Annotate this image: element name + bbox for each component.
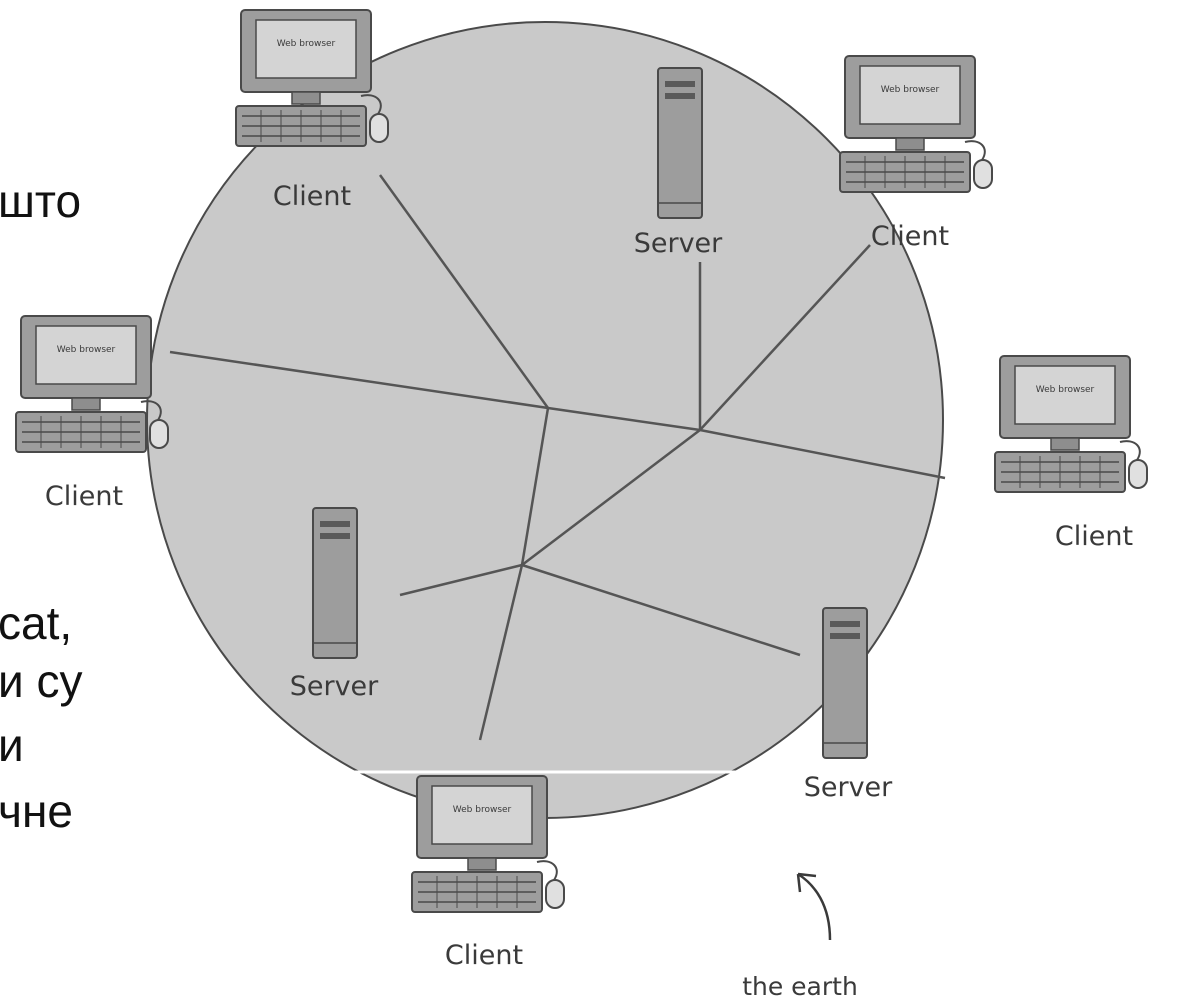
slide-text-fragment: чне	[0, 785, 73, 837]
slide-text-fragment: што	[0, 175, 82, 227]
earth-arrow-icon	[797, 872, 832, 941]
server-node: Server	[290, 507, 379, 702]
computer-icon	[994, 355, 1148, 493]
server-label: Server	[290, 671, 379, 702]
server-node: Server	[804, 607, 893, 803]
server-label: Server	[804, 772, 893, 803]
slide-text-fragment: cat,	[0, 597, 73, 649]
computer-icon	[235, 9, 389, 147]
server-icon	[657, 67, 703, 219]
client-node: Client	[411, 775, 565, 971]
arrowhead-icon	[796, 872, 817, 893]
client-label: Client	[871, 221, 949, 252]
computer-icon	[411, 775, 565, 913]
slide-text-fragment: и су	[0, 655, 83, 707]
client-label: Client	[273, 181, 351, 212]
client-label: Client	[445, 940, 523, 971]
server-label: Server	[634, 228, 723, 259]
computer-icon	[839, 55, 993, 193]
slide-text-column: што cat, и су и чне	[0, 0, 210, 1004]
client-node: Client	[15, 315, 169, 512]
computer-icon	[15, 315, 169, 453]
earth-label: the earth	[742, 972, 858, 1001]
client-label: Client	[45, 481, 123, 512]
server-icon	[822, 607, 868, 759]
network-connections	[169, 174, 946, 741]
client-node: Client	[994, 355, 1148, 552]
client-label: Client	[1055, 521, 1133, 552]
server-node: Server	[634, 67, 723, 259]
slide-text-fragment: и	[0, 719, 24, 771]
client-node: Client	[235, 9, 389, 212]
server-icon	[312, 507, 358, 659]
client-node: Client	[839, 55, 993, 252]
